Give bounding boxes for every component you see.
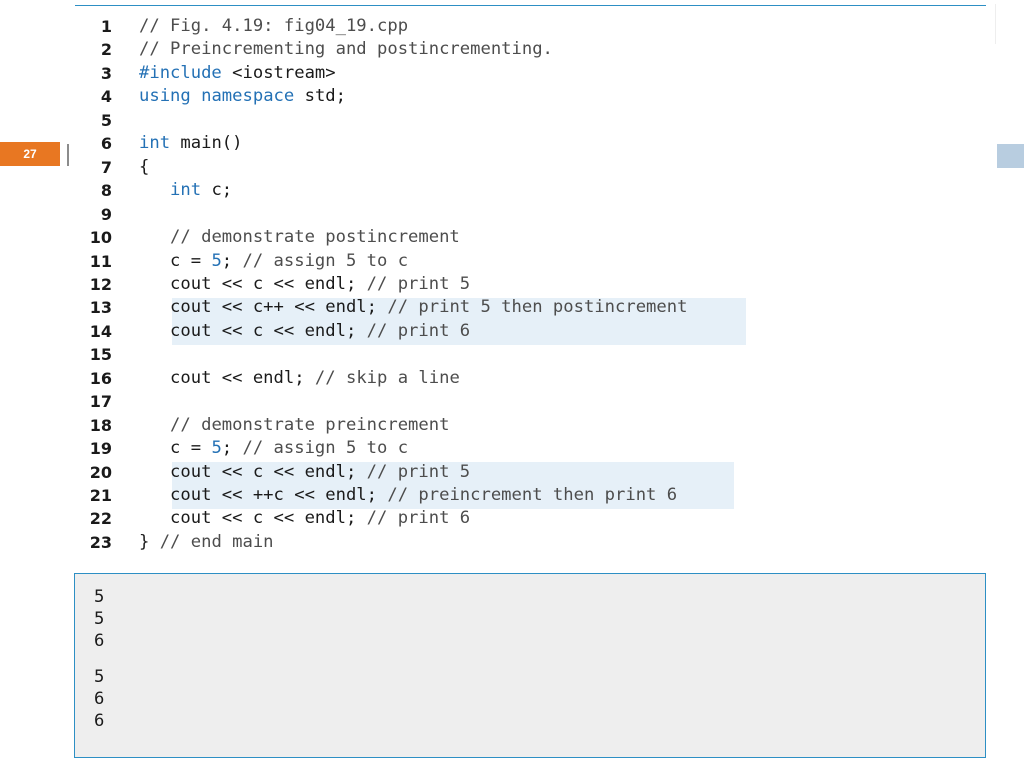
code-line: 3 #include <iostream> [0,62,1024,85]
line-number: 9 [100,204,112,224]
line-number: 23 [89,532,112,552]
code-line: 13 cout << c++ << endl; // print 5 then … [0,296,1024,319]
slide-number-badge: 27 [0,142,60,166]
line-number: 21 [89,486,112,505]
code-text: { [139,156,150,177]
code-line: 8 int c; [0,179,1024,202]
code-line: 22 cout << c << endl; // print 6 [0,507,1024,530]
code-text: cout << ++c << endl; // preincrement the… [139,485,678,505]
line-number: 17 [89,392,112,412]
slide-number: 27 [23,147,37,161]
code-text: // demonstrate postincrement [170,227,460,248]
right-edge-mark [995,4,996,44]
code-line: 23 } // end main [0,531,1024,554]
output-line: 5 [94,609,105,630]
code-text: #include <iostream> [139,62,336,83]
code-text: cout << c << endl; // print 5 [139,461,471,482]
code-line: 10 // demonstrate postincrement [0,226,1024,249]
code-line: 1 // Fig. 4.19: fig04_19.cpp [0,15,1024,38]
code-text: // Fig. 4.19: fig04_19.cpp [139,16,409,36]
code-text: c = 5; // assign 5 to c [139,438,409,459]
code-text: cout << c++ << endl; // print 5 then pos… [139,297,688,318]
code-text: int c; [170,180,233,201]
code-line: 4 using namespace std; [0,85,1024,108]
line-number: 3 [100,63,112,83]
top-divider-line [75,5,986,6]
line-number: 18 [89,415,112,435]
code-line: 15 [0,343,1024,366]
line-number: 13 [89,298,112,318]
code-text: cout << endl; // skip a line [139,367,460,388]
line-number: 6 [100,134,112,154]
code-line: 19 c = 5; // assign 5 to c [0,437,1024,460]
line-number: 14 [89,321,112,341]
code-line: 12 cout << c << endl; // print 5 [0,273,1024,296]
line-number: 11 [89,251,112,271]
code-line: 2 // Preincrementing and postincrementing… [0,38,1024,61]
code-line: 11 c = 5; // assign 5 to c [0,250,1024,273]
code-line: 7{ [0,156,1024,179]
code-line: 21 cout << ++c << endl; // preincrement … [0,484,1024,507]
code-highlight-band [172,462,734,509]
code-text: } // end main [139,531,274,552]
line-number: 5 [100,110,112,130]
code-line: 6 int main() [0,132,1024,155]
code-line: 14 cout << c << endl; // print 6 [0,320,1024,343]
code-listing: 1 // Fig. 4.19: fig04_19.cpp 2 // Preincrem… [0,15,1024,554]
code-line: 5 [0,109,1024,132]
code-text: int main() [139,133,243,154]
code-highlight-band [172,298,746,345]
slide-number-divider [67,144,69,166]
output-line: 6 [94,711,105,731]
code-text: cout << c << endl; // print 5 [139,273,471,294]
line-number: 8 [100,181,112,201]
code-line: 9 [0,203,1024,226]
line-number: 19 [89,439,112,459]
code-line: 20 cout << c << endl; // print 5 [0,461,1024,484]
code-text: // demonstrate preincrement [170,414,450,435]
code-text: using namespace std; [139,86,346,107]
line-number: 16 [89,368,112,388]
line-number: 7 [100,157,112,177]
right-side-tab [997,144,1024,168]
code-text: cout << c << endl; // print 6 [139,320,471,341]
code-line: 17 [0,390,1024,413]
line-number: 15 [89,345,112,365]
line-number: 20 [89,462,112,482]
output-line: 5 [94,587,105,607]
code-text: cout << c << endl; // print 6 [139,508,471,529]
output-line: 5 [94,666,105,687]
code-line: 18 // demonstrate preincrement [0,414,1024,437]
code-line: 16 cout << endl; // skip a line [0,367,1024,390]
code-text: // Preincrementing and postincrementing. [139,39,553,60]
line-number: 4 [100,87,112,107]
output-line: 6 [94,688,105,709]
line-number: 2 [100,40,112,60]
line-number: 22 [89,509,112,529]
line-number: 12 [89,274,112,294]
code-text: c = 5; // assign 5 to c [139,250,409,271]
line-number: 1 [100,17,112,36]
line-number: 10 [89,228,112,248]
output-line: 6 [94,631,105,652]
